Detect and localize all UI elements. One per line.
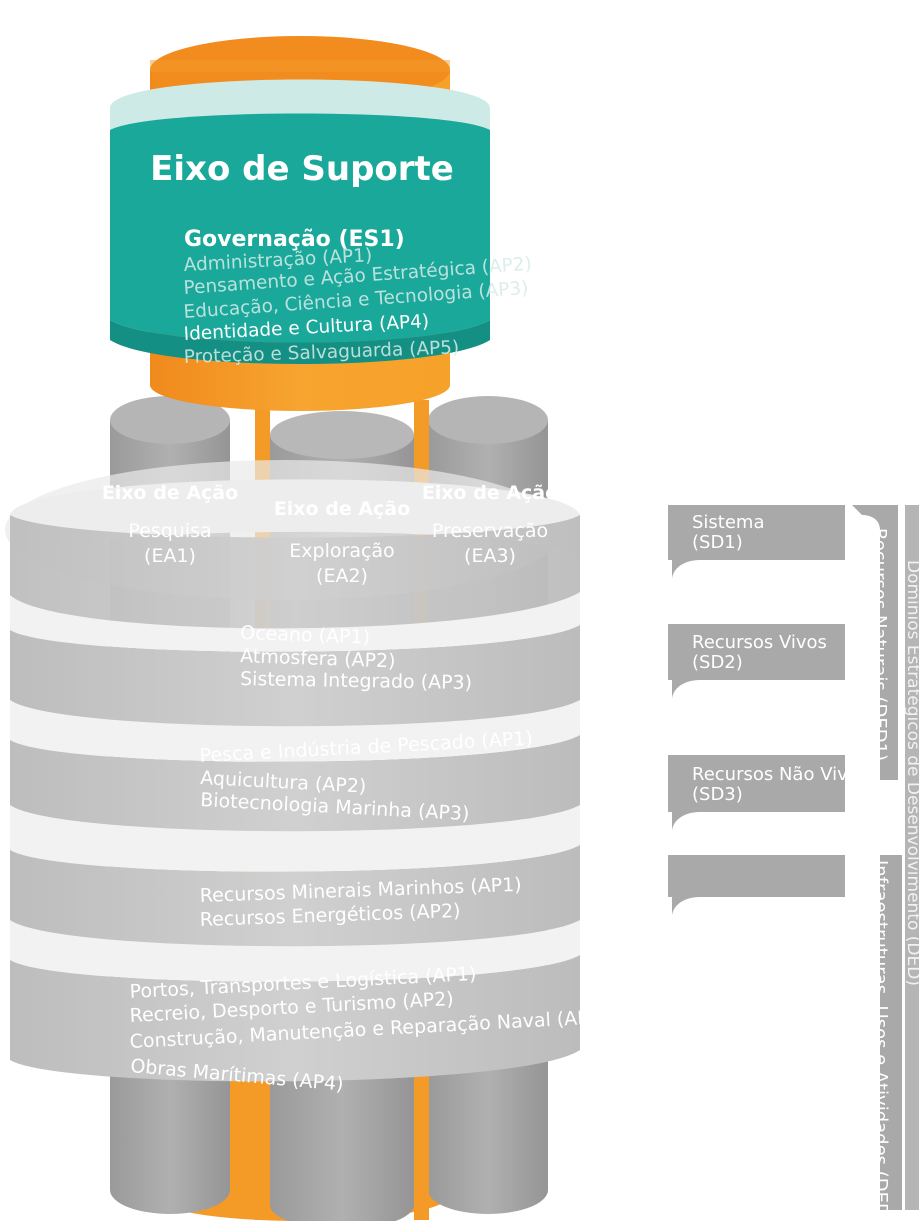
sd1-code: (SD1) <box>692 532 743 553</box>
action-axis-name-ea2: Exploração <box>289 540 394 562</box>
support-item-es1: Governação (ES1) <box>184 227 405 252</box>
support-band <box>110 79 490 364</box>
action-axis-name-ea3: Preservação <box>432 520 548 542</box>
ring1-line3: Sistema Integrado (AP3) <box>240 668 472 694</box>
ded1-label: Recursos Naturais (DED1) <box>869 528 890 761</box>
ring-bands <box>10 592 580 1082</box>
action-axis-code-ea2: (EA2) <box>316 565 368 587</box>
domain-bars <box>852 505 919 1210</box>
sd3-name: Recursos Não Vivos <box>692 764 868 785</box>
action-axis-title-ea3: Eixo de Ação <box>422 482 558 504</box>
ring1-line2: Atmosfera (AP2) <box>240 645 396 672</box>
action-axis-name-ea1: Pesquisa <box>128 520 211 542</box>
action-axis-title-ea2: Eixo de Ação <box>274 498 410 520</box>
action-axis-title-ea1: Eixo de Ação <box>102 482 238 504</box>
sd2-code: (SD2) <box>692 652 743 673</box>
ring1-line1: Oceano (AP1) <box>240 622 371 649</box>
de-label: Domínios Estratégicos de Desenvolvimento… <box>903 560 919 986</box>
subdomain-tabs <box>668 505 845 917</box>
action-axis-code-ea3: (EA3) <box>464 545 516 567</box>
sd3-code: (SD3) <box>692 784 743 805</box>
sd2-name: Recursos Vivos <box>692 632 827 653</box>
action-axis-code-ea1: (EA1) <box>144 545 196 567</box>
support-axis-title: Eixo de Suporte <box>150 149 454 189</box>
band-action-axes <box>10 479 580 632</box>
sd1-name: Sistema <box>692 512 765 533</box>
ded2-label: Infraestruturas, Usos e Atividades (DED2… <box>870 860 891 1221</box>
